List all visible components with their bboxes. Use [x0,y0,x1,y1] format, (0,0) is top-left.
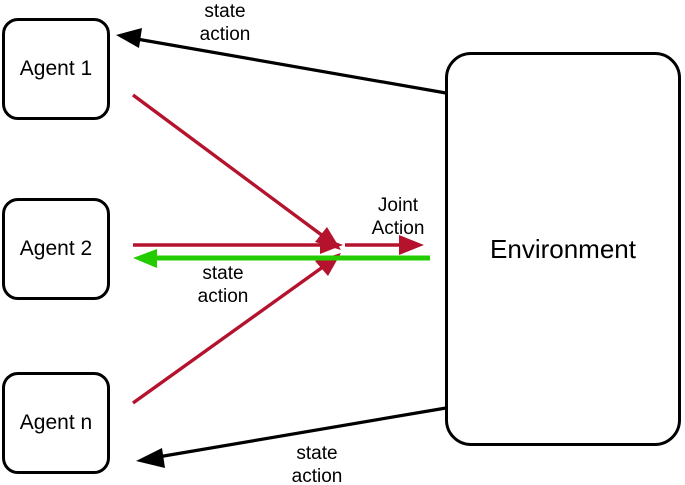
edge-label-joint-action: Joint Action [371,195,425,239]
node-agent-n-label: Agent n [19,411,93,434]
node-agent-1-label: Agent 1 [19,57,93,80]
connector-agent2-action [133,236,343,254]
edge-label-top-state-action: state action [199,1,251,45]
node-environment[interactable]: Environment [445,52,681,446]
node-agent-n[interactable]: Agent n [2,372,110,474]
node-agent-1[interactable]: Agent 1 [2,18,110,120]
node-agent-2-label: Agent 2 [19,237,93,260]
edge-label-middle-state-action: state action [197,263,249,307]
node-environment-label: Environment [490,233,636,264]
connector-env-state-to-agent2 [133,249,430,268]
connector-agent1-action [131,93,341,250]
connector-env-to-agent1 [116,28,447,95]
node-agent-2[interactable]: Agent 2 [2,198,110,300]
edge-label-bottom-state-action: state action [291,443,343,485]
connector-env-to-agentn [136,406,447,468]
connector-joint-action-to-env [345,235,424,255]
